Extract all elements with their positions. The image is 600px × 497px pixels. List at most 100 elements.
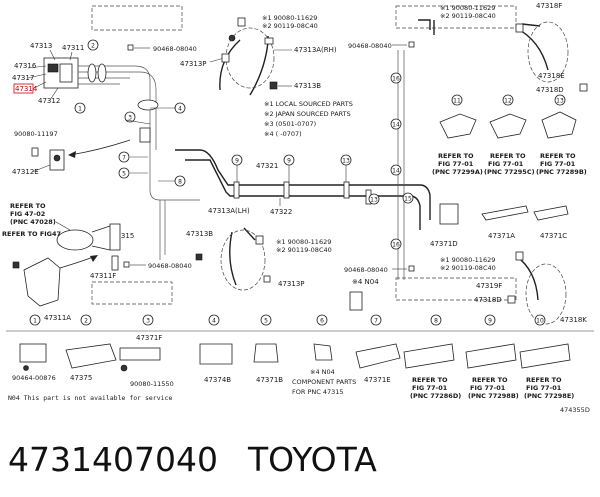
frame-top-left — [91, 5, 183, 31]
label-90080-11550: 90080-11550 — [130, 380, 174, 388]
svg-text:※1 90080-11629: ※1 90080-11629 — [262, 14, 317, 22]
right-top-notes: ※1 90080-11629 ※2 90119-08C40 — [440, 4, 496, 20]
svg-text:9: 9 — [488, 318, 492, 325]
callout-group-top-left: 2 1 3 4 7 5 8 — [74, 39, 186, 187]
refer-77289b-1: REFER TO — [540, 152, 576, 160]
footnote: N04 This part is not available for servi… — [8, 394, 172, 402]
svg-text:2: 2 — [84, 318, 88, 325]
svg-text:6: 6 — [320, 318, 324, 325]
refer-fig47-02-line2: FIG 47-02 — [10, 210, 45, 218]
svg-text:13: 13 — [342, 158, 350, 165]
b-refer-e-2: FIG 77-01 — [526, 384, 562, 392]
svg-text:※4 ( -0707): ※4 ( -0707) — [264, 130, 302, 138]
refer-77299a-2: FIG 77-01 — [438, 160, 474, 168]
label-47371d: 47371D — [430, 240, 458, 248]
svg-text:7: 7 — [374, 318, 378, 325]
label-47312e: 47312E — [12, 168, 39, 176]
booster-tube — [56, 229, 94, 251]
svg-text:1: 1 — [78, 106, 82, 113]
figure-id: 474355D — [560, 406, 590, 414]
svg-text:14: 14 — [392, 168, 400, 175]
svg-text:7: 7 — [122, 155, 126, 162]
refer-77295c-3: (PNC 77295C) — [484, 168, 535, 176]
legend-block: ※1 LOCAL SOURCED PARTS ※2 JAPAN SOURCED … — [264, 100, 353, 138]
svg-text:5: 5 — [264, 318, 268, 325]
label-90468-r2: 90468-08040 — [344, 266, 388, 274]
svg-text:5: 5 — [122, 171, 126, 178]
b-refer-d-3: (PNC 77286D) — [410, 392, 461, 400]
label-47314: 47314 — [15, 85, 38, 93]
clip-refs-right: 11 12 13 — [439, 94, 577, 139]
label-n04: ※4 N04 — [352, 278, 379, 286]
label-47316: 47316 — [14, 62, 37, 70]
svg-text:9: 9 — [287, 158, 291, 165]
label-90080-11197: 90080-11197 — [14, 130, 58, 138]
label-47371e: 47371E — [364, 376, 391, 384]
label-47319f: 47319F — [476, 282, 502, 290]
svg-text:11: 11 — [453, 98, 461, 105]
top-notes-left: ※1 90080-11629 ※2 90119-08C40 — [262, 14, 318, 30]
refer-fig47-02b: REFER TO FIG47-02 — [2, 230, 73, 238]
svg-text:※1 90080-11629: ※1 90080-11629 — [276, 238, 331, 246]
bracket-47311a — [23, 257, 61, 307]
label-47317: 47317 — [12, 74, 34, 82]
b-refer-b-2: FIG 77-01 — [470, 384, 506, 392]
label-90464-00876: 90464-00876 — [12, 374, 56, 382]
svg-text:※1 LOCAL SOURCED PARTS: ※1 LOCAL SOURCED PARTS — [264, 100, 353, 108]
bottom-callouts: 1 2 3 4 5 6 7 8 9 10 — [29, 314, 546, 326]
note4-line1: ※4 N04 — [310, 368, 335, 376]
svg-text:16: 16 — [392, 76, 400, 83]
svg-text:15: 15 — [404, 196, 412, 203]
label-47312: 47312 — [38, 97, 60, 105]
caption-brand: TOYOTA — [247, 440, 377, 479]
svg-text:4: 4 — [178, 106, 182, 113]
b-refer-b-1: REFER TO — [472, 376, 508, 384]
svg-text:9: 9 — [235, 158, 239, 165]
caption: 4731407040 TOYOTA — [8, 430, 592, 490]
b-refer-b-3: (PNC 77298B) — [468, 392, 519, 400]
label-47321: 47321 — [256, 162, 278, 170]
svg-text:2: 2 — [91, 43, 95, 50]
label-47318d-bot: 47318D — [474, 296, 502, 304]
refer-77289b-2: FIG 77-01 — [540, 160, 576, 168]
highlight-47314 — [13, 83, 34, 94]
svg-text:13: 13 — [370, 197, 378, 204]
label-47371a: 47371A — [488, 232, 515, 240]
svg-text:12: 12 — [504, 98, 512, 105]
refer-77295c-1: REFER TO — [490, 152, 526, 160]
label-47318e: 47318E — [538, 72, 565, 80]
label-47371c: 47371C — [540, 232, 567, 240]
svg-text:※2 90119-08C40: ※2 90119-08C40 — [262, 22, 318, 30]
b-refer-e-1: REFER TO — [526, 376, 562, 384]
svg-text:10: 10 — [536, 318, 544, 325]
label-47311f: 47311F — [90, 272, 116, 280]
pipe-clamps — [233, 181, 372, 205]
frame-bottom-left — [91, 281, 173, 305]
frame-top-right — [395, 5, 517, 29]
svg-text:4: 4 — [212, 318, 216, 325]
label-47375: 47375 — [70, 374, 92, 382]
label-47322: 47322 — [270, 208, 292, 216]
label-47318d-top: 47318D — [536, 86, 564, 94]
refer-fig47-02-line3: (PNC 47028) — [10, 218, 56, 226]
label-47313b-mid: 47313B — [186, 230, 213, 238]
label-47313a-rh: 47313A(RH) — [294, 46, 337, 54]
label-47318f: 47318F — [536, 2, 562, 10]
svg-text:1: 1 — [33, 318, 37, 325]
label-47371b: 47371B — [256, 376, 283, 384]
b-refer-d-2: FIG 77-01 — [412, 384, 448, 392]
svg-text:※1 90080-11629: ※1 90080-11629 — [440, 256, 495, 264]
label-47313b-top: 47313B — [294, 82, 321, 90]
label-47311: 47311 — [62, 44, 84, 52]
brake-line-diagram: 47313 47316 47317 47314 47312 47311 9046… — [2, 2, 594, 414]
n04-clip — [349, 291, 363, 311]
caption-part-number: 4731407040 — [8, 440, 218, 479]
svg-text:3: 3 — [128, 115, 132, 122]
svg-text:3: 3 — [146, 318, 150, 325]
label-47313p-top: 47313P — [180, 60, 207, 68]
right-bottom-notes: ※1 90080-11629 ※2 90119-08C40 — [440, 256, 496, 272]
refer-77299a-3: (PNC 77299A) — [432, 168, 483, 176]
bottom-parts — [19, 343, 571, 372]
svg-text:※2 90119-08C40: ※2 90119-08C40 — [440, 264, 496, 272]
